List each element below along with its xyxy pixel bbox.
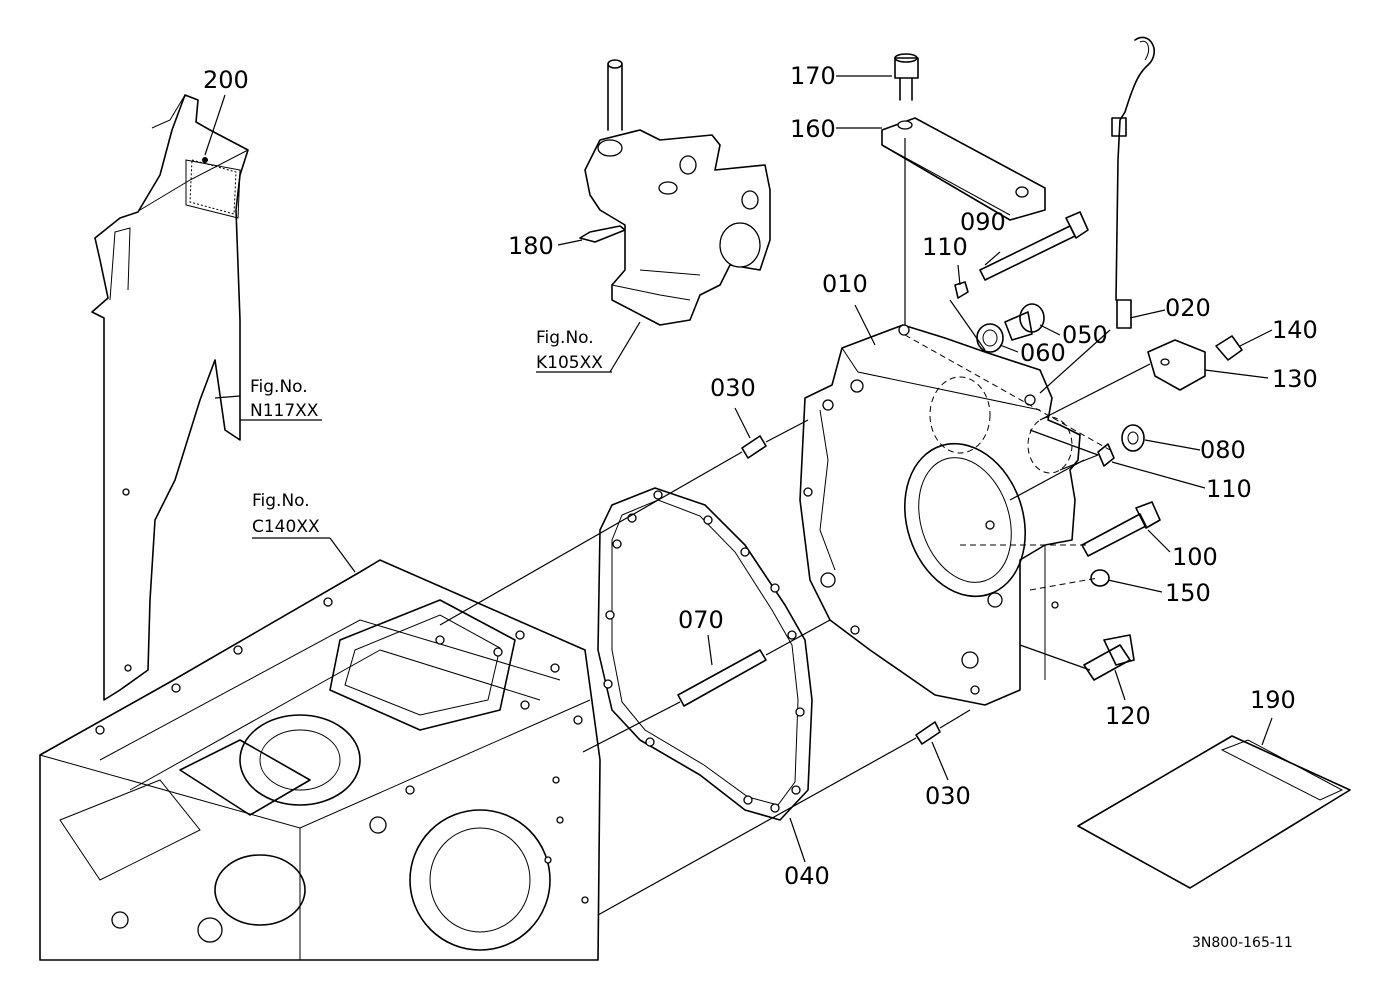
callout-010: 010 (822, 270, 868, 298)
washer-part-110-upper[interactable] (954, 281, 969, 299)
bolt-part-100[interactable] (1081, 501, 1161, 557)
callout-100: 100 (1172, 543, 1218, 571)
fig-ref-n117-code: N117XX (250, 401, 319, 421)
callout-130: 130 (1272, 365, 1318, 393)
fitting-part-120[interactable] (1083, 634, 1135, 681)
callout-150: 150 (1165, 579, 1211, 607)
bolt-part-090[interactable] (979, 211, 1089, 281)
dipstick-part-020[interactable] (1111, 36, 1155, 329)
plug-part-150[interactable] (1090, 569, 1110, 587)
plug-part-050[interactable] (1004, 303, 1045, 341)
callout-160: 160 (790, 115, 836, 143)
stud-part-070[interactable] (677, 649, 767, 707)
callout-120: 120 (1105, 702, 1151, 730)
callout-110-lower: 110 (1206, 475, 1252, 503)
drawing-code: 3N800-165-11 (1192, 935, 1293, 951)
stay-plate-part-160[interactable] (881, 117, 1046, 221)
callout-060: 060 (1020, 339, 1066, 367)
fig-ref-c140-code: C140XX (252, 517, 320, 537)
callout-040: 040 (784, 862, 830, 890)
housing-block-c140[interactable] (39, 559, 601, 961)
callout-190: 190 (1250, 686, 1296, 714)
bolt-part-140[interactable] (1215, 335, 1243, 361)
callout-080: 080 (1200, 436, 1246, 464)
dowel-pin-part-030-lower[interactable] (915, 721, 941, 745)
cover-part-130[interactable] (1147, 339, 1206, 391)
fig-ref-k105-prefix: Fig.No. (536, 328, 594, 348)
callout-020: 020 (1165, 294, 1211, 322)
leader-lines (204, 75, 1273, 863)
callout-labels: 170 160 200 180 090 110 010 020 050 060 … (203, 62, 1318, 890)
washer-part-110-lower[interactable] (1097, 443, 1115, 467)
figure-reference-n117[interactable]: Fig.No. N117XX (250, 377, 319, 421)
callout-110-upper: 110 (922, 233, 968, 261)
figure-reference-c140[interactable]: Fig.No. C140XX (252, 491, 320, 537)
gasket-part-040[interactable] (597, 487, 813, 821)
cover-panel-part-200[interactable] (91, 94, 249, 701)
callout-180: 180 (508, 232, 554, 260)
callout-070: 070 (678, 606, 724, 634)
figure-reference-k105[interactable]: Fig.No. K105XX (536, 328, 612, 373)
fig-ref-c140-prefix: Fig.No. (252, 491, 310, 511)
fig-ref-n117-prefix: Fig.No. (250, 377, 308, 397)
callout-090: 090 (960, 208, 1006, 236)
callout-170: 170 (790, 62, 836, 90)
dowel-pin-part-030-upper[interactable] (741, 435, 767, 459)
assembly-lines (439, 138, 1151, 916)
callout-030-lower: 030 (925, 782, 971, 810)
callout-140: 140 (1272, 316, 1318, 344)
callout-050: 050 (1062, 321, 1108, 349)
bolt-part-170[interactable] (894, 53, 919, 101)
callout-030-upper: 030 (710, 374, 756, 402)
seal-part-060[interactable] (976, 323, 1004, 353)
label-sheet-part-190[interactable] (1077, 735, 1351, 889)
hitch-bracket-k105[interactable] (584, 59, 771, 326)
hatch-pad (189, 157, 237, 215)
callout-200: 200 (203, 66, 249, 94)
nut-part-080[interactable] (1121, 424, 1145, 452)
transmission-case-part-010[interactable] (799, 324, 1081, 706)
fig-ref-k105-code: K105XX (536, 353, 603, 373)
snap-pin-part-180[interactable] (579, 225, 626, 243)
